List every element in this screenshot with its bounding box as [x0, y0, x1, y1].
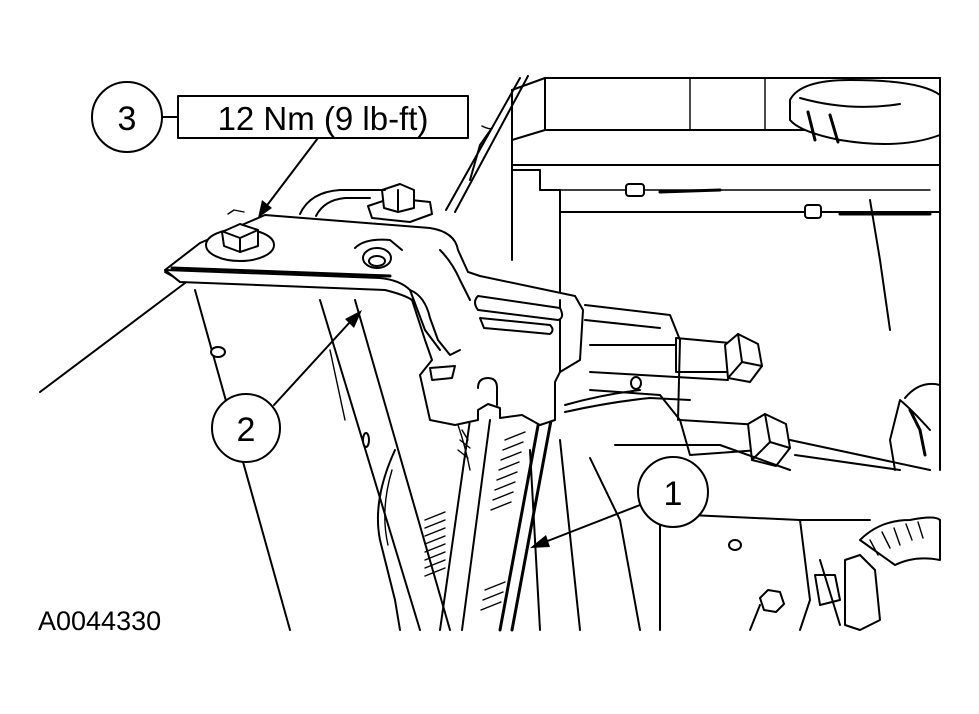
battery-housing — [511, 77, 941, 471]
torque-spec-box: 12 Nm (9 lb-ft) — [177, 95, 469, 139]
callout-1: 1 — [637, 456, 709, 528]
upper-threaded-rod — [589, 333, 763, 383]
rear-rail-2 — [315, 197, 371, 217]
callout-3: 3 — [91, 81, 179, 153]
radiator-support — [39, 271, 451, 631]
lower-right-components — [659, 382, 941, 631]
callout-2-label: 2 — [237, 411, 256, 449]
callout-3-label: 3 — [118, 100, 137, 138]
leader-1 — [530, 504, 641, 548]
rear-rail — [299, 189, 386, 215]
latch-housing — [564, 304, 791, 631]
upper-rod — [445, 75, 529, 213]
leader-2 — [273, 310, 362, 406]
rear-bolt — [367, 183, 433, 223]
lower-threaded-rod — [679, 413, 931, 471]
bracket-bolt — [205, 209, 275, 262]
radiator-core — [424, 413, 581, 632]
callout-1-label: 1 — [664, 475, 683, 513]
torque-spec-label: 12 Nm (9 lb-ft) — [218, 100, 429, 137]
leader-3 — [258, 137, 319, 218]
reservoir-cap — [789, 79, 941, 145]
radiator-bracket — [164, 214, 584, 426]
figure-id: A0044330 — [38, 606, 161, 636]
callout-2: 2 — [211, 393, 281, 463]
